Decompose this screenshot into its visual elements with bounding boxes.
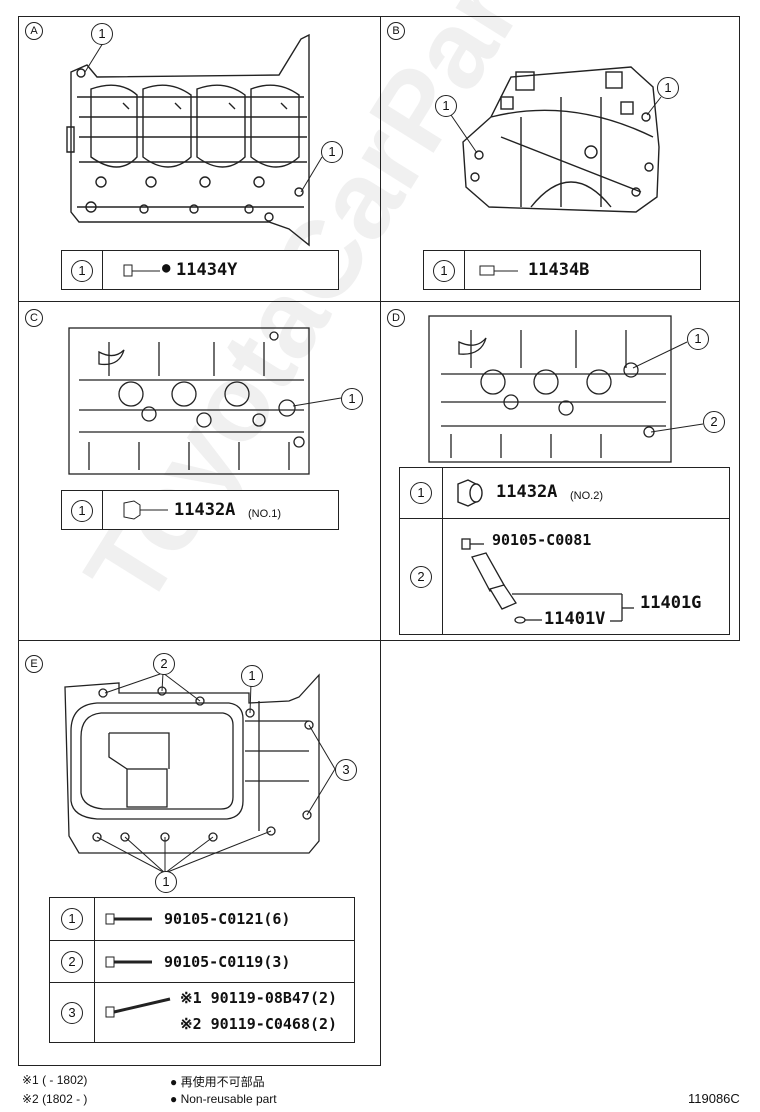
part-number[interactable]: 11434Y <box>176 260 238 280</box>
callout-1: 1 <box>341 388 363 410</box>
callout-1-side: 1 <box>321 141 343 163</box>
plug-icon <box>479 265 518 276</box>
oil-jet-assembly-icon <box>461 538 634 624</box>
parts-row-1: 1 90105-C0121(6) <box>50 898 354 940</box>
callout-1: 1 <box>687 328 709 350</box>
row-number-2: 2 <box>410 566 432 588</box>
panel-e: E 2 1 3 1 1 <box>18 640 381 1066</box>
part-number-late[interactable]: ※2 90119-C0468(2) <box>180 1015 338 1033</box>
callout-3: 3 <box>335 759 357 781</box>
row-number-1: 1 <box>71 500 93 522</box>
figure-id: 119086C <box>688 1091 740 1106</box>
oil-pan-drawing <box>64 672 336 874</box>
parts-row-2: 2 90105-C0081 11401V 11401G <box>400 518 729 636</box>
bolt-icon <box>105 913 152 925</box>
callout-1-right: 1 <box>657 77 679 99</box>
row-number-1: 1 <box>61 908 83 930</box>
panel-b: B 1 1 1 11434B <box>380 16 740 302</box>
legend-nonreusable-en: ● Non-reusable part <box>170 1092 277 1106</box>
part-number-bolt[interactable]: 90105-C0081 <box>492 531 592 549</box>
panel-d: D 1 2 1 11432A (NO.2) 2 <box>380 301 740 641</box>
parts-table-e: 1 90105-C0121(6) 2 90105-C0119(3) 3 ※1 9… <box>49 897 355 1043</box>
part-number[interactable]: 11432A <box>174 500 236 520</box>
plug-icon <box>457 479 483 507</box>
row-number-1: 1 <box>433 260 455 282</box>
engine-block-side-drawing <box>428 315 704 463</box>
panel-c-letter: C <box>25 309 43 327</box>
panel-d-letter: D <box>387 309 405 327</box>
row-number-1: 1 <box>71 260 93 282</box>
part-sub: (NO.1) <box>248 508 281 520</box>
part-number-assembly[interactable]: 11401G <box>640 593 702 613</box>
part-number[interactable]: 90105-C0121(6) <box>164 910 291 928</box>
callout-1-top: 1 <box>91 23 113 45</box>
engine-block-side-drawing <box>68 327 342 475</box>
panel-a-letter: A <box>25 22 43 40</box>
panel-e-letter: E <box>25 655 43 673</box>
parts-table-a: 1 ● 11434Y <box>61 250 339 290</box>
part-number[interactable]: 11432A <box>496 482 558 502</box>
parts-row-1: 1 11432A (NO.2) <box>400 468 729 518</box>
parts-row-2: 2 90105-C0119(3) <box>50 940 354 983</box>
engine-block-rear-drawing <box>450 66 662 213</box>
parts-table-c: 1 11432A (NO.1) <box>61 490 339 530</box>
long-bolt-icon <box>105 997 171 1018</box>
plug-icon <box>123 264 160 277</box>
nonreusable-mark: ● <box>162 260 171 276</box>
legend-note-1-range: ※1 ( - 1802) <box>22 1073 88 1087</box>
part-number-jet[interactable]: 11401V <box>544 609 606 629</box>
part-number-early[interactable]: ※1 90119-08B47(2) <box>180 989 338 1007</box>
parts-table-d: 1 11432A (NO.2) 2 <box>399 467 730 635</box>
panel-a: A 1 1 1 ● 11434Y <box>18 16 381 302</box>
part-number[interactable]: 11434B <box>528 260 590 280</box>
part-sub: (NO.2) <box>570 490 603 502</box>
panel-c: C 1 1 11432A (NO.1) <box>18 301 381 641</box>
callout-1-bottom: 1 <box>155 871 177 893</box>
plug-icon <box>123 500 168 520</box>
row-number-1: 1 <box>410 482 432 504</box>
row-number-2: 2 <box>61 951 83 973</box>
parts-table-b: 1 11434B <box>423 250 701 290</box>
callout-2: 2 <box>703 411 725 433</box>
part-number[interactable]: 90105-C0119(3) <box>164 953 291 971</box>
parts-row-3: 3 ※1 90119-08B47(2) ※2 90119-C0468(2) <box>50 982 354 1044</box>
callout-1-left: 1 <box>435 95 457 117</box>
callout-1-top: 1 <box>241 665 263 687</box>
panel-b-letter: B <box>387 22 405 40</box>
callout-2: 2 <box>153 653 175 675</box>
row-number-3: 3 <box>61 1002 83 1024</box>
legend-nonreusable-jp: ● 再使用不可部品 <box>170 1075 265 1089</box>
engine-block-front-drawing <box>66 33 323 247</box>
legend-note-2-range: ※2 (1802 - ) <box>22 1092 88 1106</box>
bolt-icon <box>105 956 152 968</box>
